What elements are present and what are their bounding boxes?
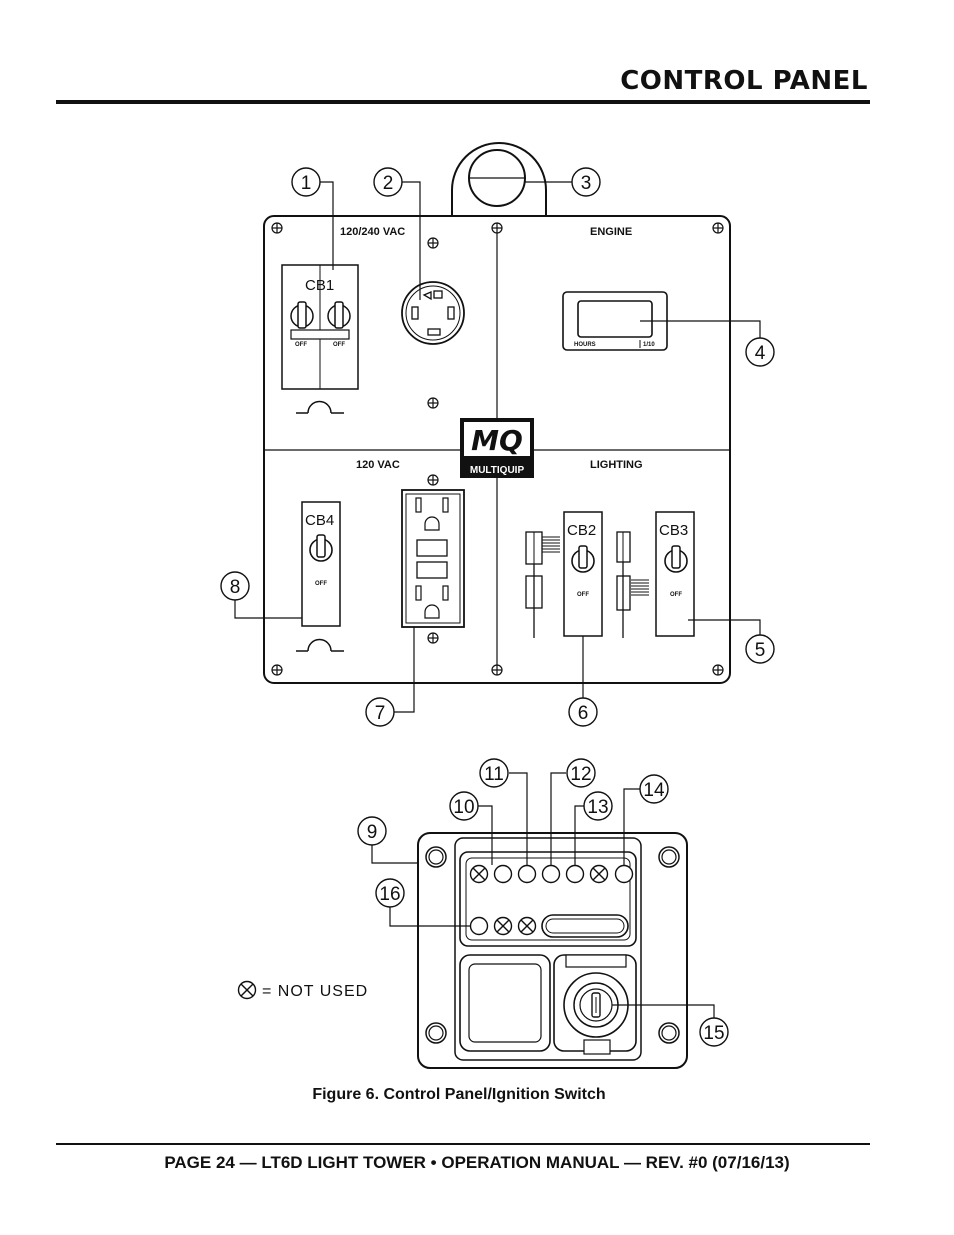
logo-brand: MULTIQUIP: [470, 465, 525, 476]
callout-9: 9: [357, 816, 387, 846]
callout-number: 11: [484, 764, 504, 785]
callout-2: 2: [373, 167, 403, 197]
callout-5: 5: [745, 634, 775, 664]
callout-4: 4: [745, 337, 775, 367]
breaker-cb3: CB3 OFF: [655, 511, 695, 637]
callout-number: 4: [755, 343, 766, 364]
hour-meter-tenths: 1/10: [643, 342, 655, 348]
callout-number: 9: [367, 822, 378, 843]
callout-11: 11: [479, 758, 509, 788]
twist-lock-receptacle: [401, 281, 465, 345]
callout-13: 13: [583, 791, 613, 821]
figure-caption: Figure 6. Control Panel/Ignition Switch: [312, 1086, 606, 1103]
gfci-receptacle: [401, 489, 465, 628]
cb2-label: CB2: [567, 522, 596, 539]
callout-number: 15: [703, 1023, 724, 1044]
page-footer: PAGE 24 — LT6D LIGHT TOWER • OPERATION M…: [164, 1153, 790, 1172]
label-240vac: 120/240 VAC: [340, 226, 405, 238]
callout-number: 7: [375, 703, 386, 724]
breaker-cb1: CB1 OFF OFF: [281, 264, 359, 390]
callout-number: 16: [379, 884, 400, 905]
callout-14: 14: [639, 774, 669, 804]
label-120vac: 120 VAC: [356, 459, 400, 471]
cb1-off-left: OFF: [295, 342, 307, 348]
callout-number: 12: [570, 764, 591, 785]
cb4-label: CB4: [305, 512, 334, 529]
callout-number: 10: [453, 797, 474, 818]
callout-number: 2: [383, 173, 394, 194]
callout-16: 16: [375, 878, 405, 908]
hour-meter-hours: HOURS: [574, 342, 596, 348]
callout-12: 12: [566, 758, 596, 788]
callout-3: 3: [571, 167, 601, 197]
not-used-icon: [237, 980, 257, 1000]
cb3-off: OFF: [670, 592, 682, 598]
cb4-off: OFF: [315, 581, 327, 587]
callout-6: 6: [568, 697, 598, 727]
not-used-legend: = NOT USED: [237, 980, 368, 1000]
callout-number: 5: [755, 640, 766, 661]
callout-1: 1: [291, 167, 321, 197]
callout-number: 8: [230, 577, 241, 598]
callout-number: 6: [578, 703, 589, 724]
lighting-fuse-left: [525, 531, 561, 638]
multiquip-logo: MQ MULTIQUIP: [460, 418, 534, 478]
label-engine: ENGINE: [590, 226, 632, 238]
not-used-text: = NOT USED: [262, 983, 368, 1000]
breaker-cb4: CB4 OFF: [301, 501, 341, 627]
callout-number: 14: [643, 780, 665, 801]
cb2-off: OFF: [577, 592, 589, 598]
callout-7: 7: [365, 697, 395, 727]
cb3-label: CB3: [659, 522, 688, 539]
cb1-label: CB1: [305, 277, 334, 294]
breaker-cb2: CB2 OFF: [563, 511, 603, 637]
lighting-fuse-right: [616, 531, 650, 638]
callout-15: 15: [699, 1017, 729, 1047]
callout-number: 3: [581, 173, 592, 194]
label-lighting: LIGHTING: [590, 459, 643, 471]
footer-rule: [56, 1143, 870, 1145]
callout-8: 8: [220, 571, 250, 601]
callout-number: 1: [301, 173, 312, 194]
main-control-panel: 120/240 VAC ENGINE 120 VAC LIGHTING CB1 …: [234, 142, 761, 713]
callout-10: 10: [449, 791, 479, 821]
cb1-off-right: OFF: [333, 342, 345, 348]
ignition-switch-panel: [371, 772, 715, 1069]
logo-mark: MQ: [471, 424, 523, 457]
page-title: CONTROL PANEL: [620, 66, 868, 96]
callout-number: 13: [587, 797, 608, 818]
header-rule: [56, 100, 870, 104]
